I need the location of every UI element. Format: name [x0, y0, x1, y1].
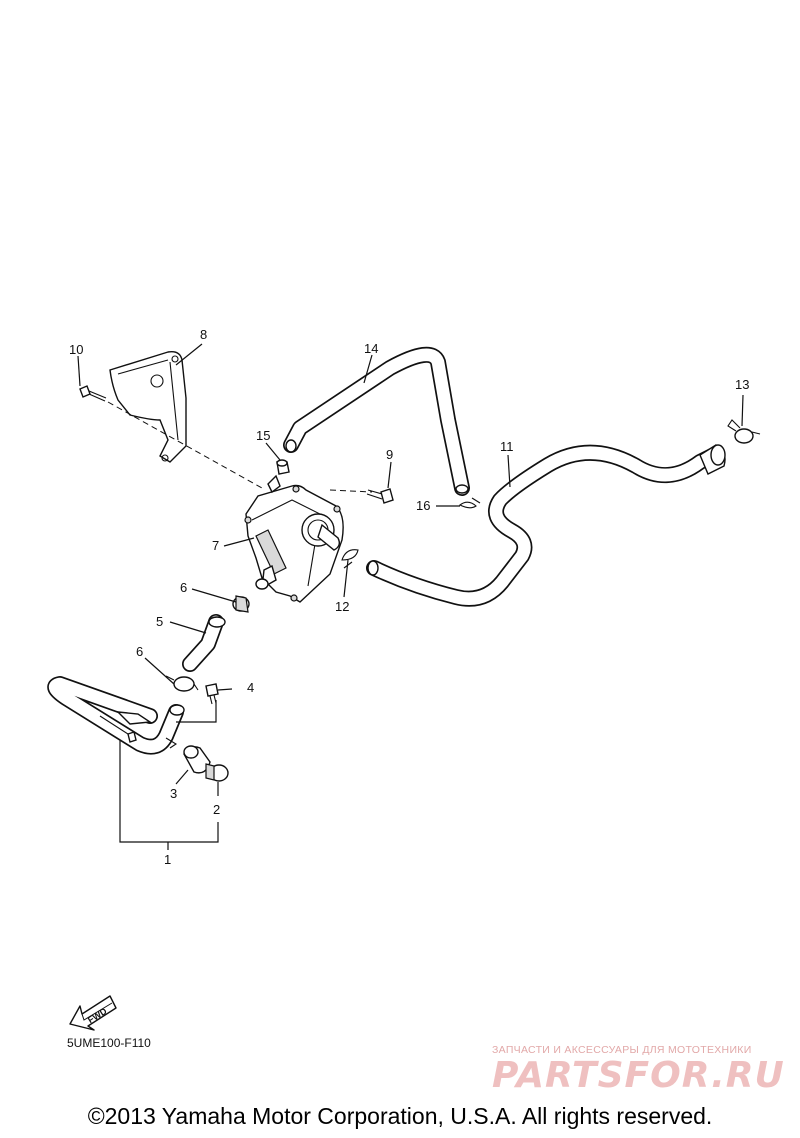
part-5-hose[interactable] — [182, 614, 226, 672]
callout-10: 10 — [69, 342, 83, 357]
callout-6-lower: 6 — [136, 644, 143, 659]
part-13-clamp[interactable] — [727, 419, 761, 444]
callout-2: 2 — [213, 802, 220, 817]
callout-8: 8 — [200, 327, 207, 342]
watermark-logo: PARTSFOR.RU — [492, 1055, 785, 1096]
callout-1: 1 — [164, 852, 171, 867]
part-4-screw[interactable] — [205, 683, 219, 705]
part-15-cap[interactable] — [276, 459, 290, 475]
callout-6-upper: 6 — [180, 580, 187, 595]
callout-labels: 1 2 3 4 5 6 6 7 8 10 9 11 12 13 14 15 16 — [69, 327, 749, 867]
diagram-code: 5UME100-F110 — [67, 1036, 151, 1050]
callout-12: 12 — [335, 599, 349, 614]
leader-lines — [77, 343, 744, 850]
part-6-clamp-upper[interactable] — [232, 595, 250, 613]
part-6-clamp-lower[interactable] — [165, 675, 199, 692]
callout-14: 14 — [364, 341, 378, 356]
part-7-valve[interactable] — [244, 474, 344, 603]
copyright-footer: ©2013 Yamaha Motor Corporation, U.S.A. A… — [87, 1103, 713, 1129]
part-9-bolt[interactable] — [366, 488, 394, 504]
callout-7: 7 — [212, 538, 219, 553]
part-11-hose[interactable] — [366, 444, 726, 607]
part-16-clip[interactable] — [458, 497, 481, 509]
callout-11: 11 — [500, 439, 514, 454]
callout-4: 4 — [247, 680, 254, 695]
part-8-bracket[interactable] — [109, 350, 187, 463]
callout-5: 5 — [156, 614, 163, 629]
part-2-clamp[interactable] — [205, 763, 229, 782]
callout-16: 16 — [416, 498, 430, 513]
callout-9: 9 — [386, 447, 393, 462]
callout-15: 15 — [256, 428, 270, 443]
alignment-line-bolt — [329, 489, 373, 493]
callout-13: 13 — [735, 377, 749, 392]
part-1-pipe-assembly[interactable] — [47, 676, 185, 755]
part-10-bolt[interactable] — [79, 385, 107, 402]
part-3-sleeve[interactable] — [183, 745, 211, 774]
part-12-clip[interactable] — [341, 549, 359, 569]
watermark-tagline: ЗАПЧАСТИ И АКСЕССУАРЫ ДЛЯ МОТОТЕХНИКИ — [492, 1044, 752, 1056]
callout-3: 3 — [170, 786, 177, 801]
fwd-arrow-icon: FWD — [69, 995, 117, 1031]
part-14-hose[interactable] — [283, 346, 470, 496]
